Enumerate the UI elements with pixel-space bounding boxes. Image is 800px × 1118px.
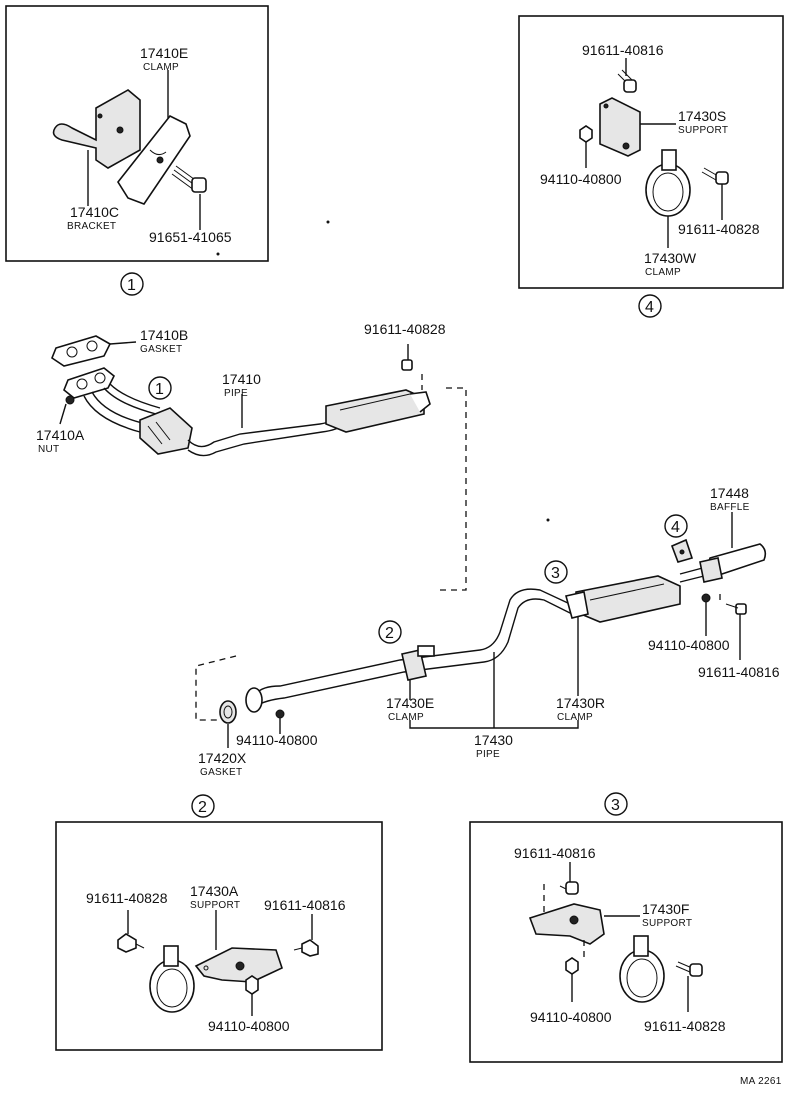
part-name-clamp: CLAMP — [143, 62, 179, 73]
bracket-17410c-drawing — [52, 89, 141, 169]
part-number-17448: 17448 — [710, 485, 749, 501]
part-number-17430w: 17430W — [644, 250, 697, 266]
part-number-94110-40800-box4: 94110-40800 — [540, 171, 622, 187]
nut-94110-40800-box2-drawing — [245, 975, 259, 995]
part-number-94110-40800-main-right: 94110-40800 — [648, 637, 730, 653]
part-number-17410e: 17410E — [140, 45, 188, 61]
callout-1-box-label: 1 — [120, 272, 144, 296]
part-number-91611-40816-box3: 91611-40816 — [514, 845, 596, 861]
part-name-clamp-17430r: CLAMP — [557, 712, 593, 723]
callout-2-box-label: 2 — [191, 794, 215, 818]
part-number-17430f: 17430F — [642, 901, 689, 917]
part-number-17410c: 17410C — [70, 204, 119, 220]
svg-text:2: 2 — [385, 625, 394, 642]
part-number-17410: 17410 — [222, 371, 261, 387]
callout-3-box-label: 3 — [604, 792, 628, 816]
detail-box-3: 91611-40816 17430F SUPPORT 94110-40800 9… — [469, 821, 783, 1063]
clamp-17430w-drawing — [645, 149, 691, 217]
part-number-17430r: 17430R — [556, 695, 605, 711]
part-name-baffle: BAFFLE — [710, 502, 750, 513]
svg-text:4: 4 — [671, 519, 680, 536]
nut-94110-40800-box4-drawing — [579, 125, 593, 143]
part-number-91611-40816-box2: 91611-40816 — [264, 897, 346, 913]
part-number-91611-40816-main-right: 91611-40816 — [698, 664, 780, 680]
part-name-bracket: BRACKET — [67, 221, 116, 232]
detail-box-1: 17410E CLAMP 17410C BRACKET 91651-41065 — [5, 5, 269, 262]
part-name-clamp-17430e: CLAMP — [388, 712, 424, 723]
part-number-94110-40800-box2: 94110-40800 — [208, 1018, 290, 1034]
pipe-17410-drawing — [187, 413, 341, 448]
bolt-91611-40828-box2-drawing — [117, 933, 137, 953]
support-17430f-drawing — [528, 903, 605, 945]
part-name-support-17430f: SUPPORT — [642, 918, 692, 929]
callout-3-main: 3 — [544, 560, 568, 584]
rear-muffler-drawing — [575, 575, 681, 623]
detail-box-2: 91611-40828 17430A SUPPORT 91611-40816 9… — [55, 821, 383, 1051]
svg-text:3: 3 — [611, 797, 620, 814]
detail-box-4: 91611-40816 17430S SUPPORT 94110-40800 9… — [518, 15, 784, 289]
part-number-91611-40828-box4: 91611-40828 — [678, 221, 760, 237]
support-17430s-drawing — [599, 97, 641, 157]
part-number-17410b: 17410B — [140, 327, 188, 343]
part-number-17410a: 17410A — [36, 427, 85, 443]
clamp-box3-drawing — [619, 935, 665, 1003]
part-name-support-box4: SUPPORT — [678, 125, 728, 136]
part-number-91651-41065: 91651-41065 — [149, 229, 232, 245]
nut-94110-40800-box3-drawing — [565, 957, 579, 975]
part-number-17430s: 17430S — [678, 108, 726, 124]
gasket-17420x-drawing — [219, 700, 237, 724]
part-number-91611-40828-box2: 91611-40828 — [86, 890, 168, 906]
part-number-91611-40816-box4: 91611-40816 — [582, 42, 664, 58]
part-name-gasket-17420x: GASKET — [200, 767, 242, 778]
part-name-pipe-17430: PIPE — [476, 749, 500, 760]
gasket-17410b-drawing — [51, 335, 112, 367]
clamp-box2-drawing — [149, 945, 195, 1013]
part-number-91611-40828-box3: 91611-40828 — [644, 1018, 726, 1034]
svg-text:1: 1 — [127, 277, 136, 294]
part-name-support-17430a: SUPPORT — [190, 900, 240, 911]
clamp-17410e-drawing — [117, 114, 191, 205]
part-number-17430a: 17430A — [190, 883, 239, 899]
part-number-94110-40800-main-left: 94110-40800 — [236, 732, 318, 748]
part-number-17430: 17430 — [474, 732, 513, 748]
part-name-nut: NUT — [38, 444, 59, 455]
part-number-17430e: 17430E — [386, 695, 434, 711]
part-name-clamp-box4: CLAMP — [645, 267, 681, 278]
pipe-17430-drawing — [255, 588, 571, 695]
part-name-pipe-17410: PIPE — [224, 388, 248, 399]
callout-1-main: 1 — [148, 376, 172, 400]
callout-4-main: 4 — [664, 514, 688, 538]
part-number-17420x: 17420X — [198, 750, 247, 766]
part-name-gasket-17410b: GASKET — [140, 344, 182, 355]
svg-text:4: 4 — [645, 299, 654, 316]
callout-4-box-label: 4 — [638, 294, 662, 318]
svg-text:1: 1 — [155, 381, 164, 398]
rear-pipe-assembly — [195, 220, 767, 748]
front-pipe-assembly — [51, 335, 467, 591]
part-number-91611-40828-main: 91611-40828 — [364, 321, 446, 337]
front-muffler-drawing — [325, 389, 425, 433]
part-number-94110-40800-box3: 94110-40800 — [530, 1009, 612, 1025]
diagram-code: MA 2261 — [740, 1076, 782, 1087]
svg-text:2: 2 — [198, 799, 207, 816]
svg-text:3: 3 — [551, 565, 560, 582]
callout-2-main: 2 — [378, 620, 402, 644]
